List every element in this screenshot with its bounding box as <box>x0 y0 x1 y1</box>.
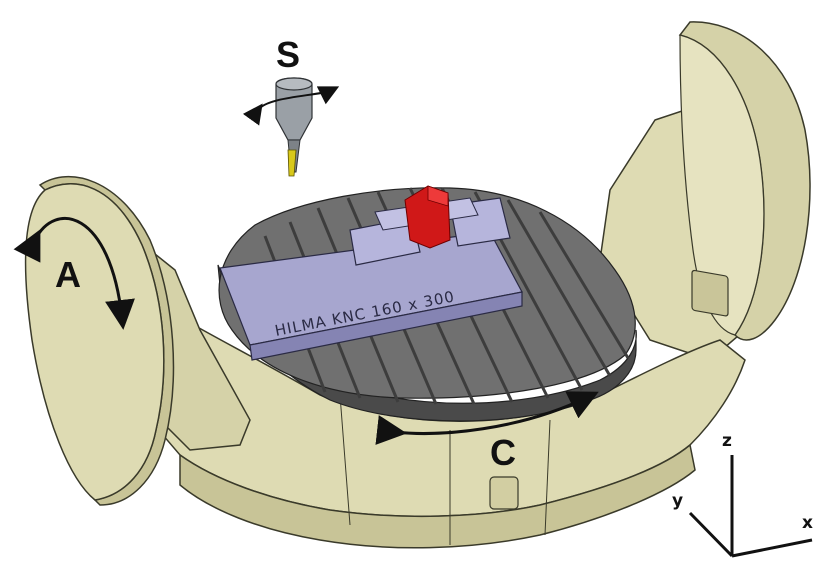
coordinate-triad: z x y <box>672 431 813 558</box>
z-axis-label: z <box>722 431 732 451</box>
tool-insert <box>287 149 297 177</box>
right-clamp-block <box>691 269 729 317</box>
c-axis-rotation-arrow <box>375 391 599 445</box>
x-axis-label: x <box>802 513 813 533</box>
front-port <box>489 476 519 510</box>
trunnion-cradle <box>149 21 811 549</box>
y-axis-label: y <box>672 491 683 511</box>
a-axis-rotation-arrow <box>13 216 135 330</box>
spindle-rotation-arrow <box>242 86 340 126</box>
workpiece <box>404 185 451 249</box>
right-disk-face <box>679 34 765 336</box>
label-axis-a: A <box>55 254 81 295</box>
cradle-base-lower <box>179 443 696 549</box>
label-axis-c: C <box>490 432 516 473</box>
y-axis-line <box>688 511 734 558</box>
x-axis-line <box>731 538 813 558</box>
vise-base-front <box>249 291 523 361</box>
label-spindle-s: S <box>276 34 300 75</box>
spindle-tool <box>275 77 313 177</box>
machine-vise: HILMA KNC 160 x 300 <box>219 197 523 361</box>
